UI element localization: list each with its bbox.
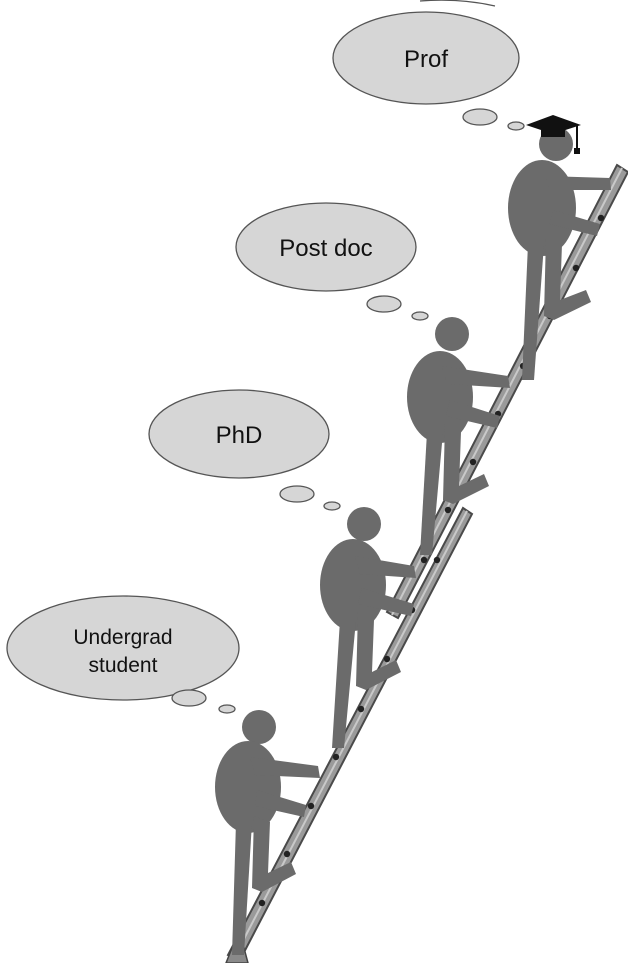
bubble-label-postdoc: Post doc xyxy=(279,235,372,262)
thought-bubble-undergrad: Undergrad student xyxy=(6,595,240,714)
bubble-label-phd: PhD xyxy=(216,422,263,449)
climber-head xyxy=(242,710,276,744)
thought-bubble-postdoc: Post doc xyxy=(235,202,429,321)
climber-undergrad xyxy=(215,710,320,955)
bubble-main xyxy=(6,595,240,701)
ladder xyxy=(225,163,628,963)
bubble-main xyxy=(235,202,417,292)
climber-body xyxy=(508,160,576,256)
graduation-cap-icon xyxy=(526,115,581,154)
climber-phd xyxy=(320,507,416,748)
climber-body xyxy=(215,741,281,833)
bubble-label-undergrad-line1: Undergrad xyxy=(73,626,172,649)
climber-prof xyxy=(508,127,611,380)
climber-postdoc xyxy=(407,317,510,555)
bubble-label-undergrad-line2: student xyxy=(89,654,158,677)
climber-head xyxy=(435,317,469,351)
bubble-main xyxy=(332,11,520,105)
climber-body xyxy=(320,539,386,631)
climber-head xyxy=(347,507,381,541)
thought-bubble-phd: PhD xyxy=(148,389,341,511)
bubble-label-prof: Prof xyxy=(404,46,448,73)
bubble-main xyxy=(148,389,330,479)
thought-bubble-prof: Prof xyxy=(332,0,525,131)
climber-body xyxy=(407,351,473,443)
